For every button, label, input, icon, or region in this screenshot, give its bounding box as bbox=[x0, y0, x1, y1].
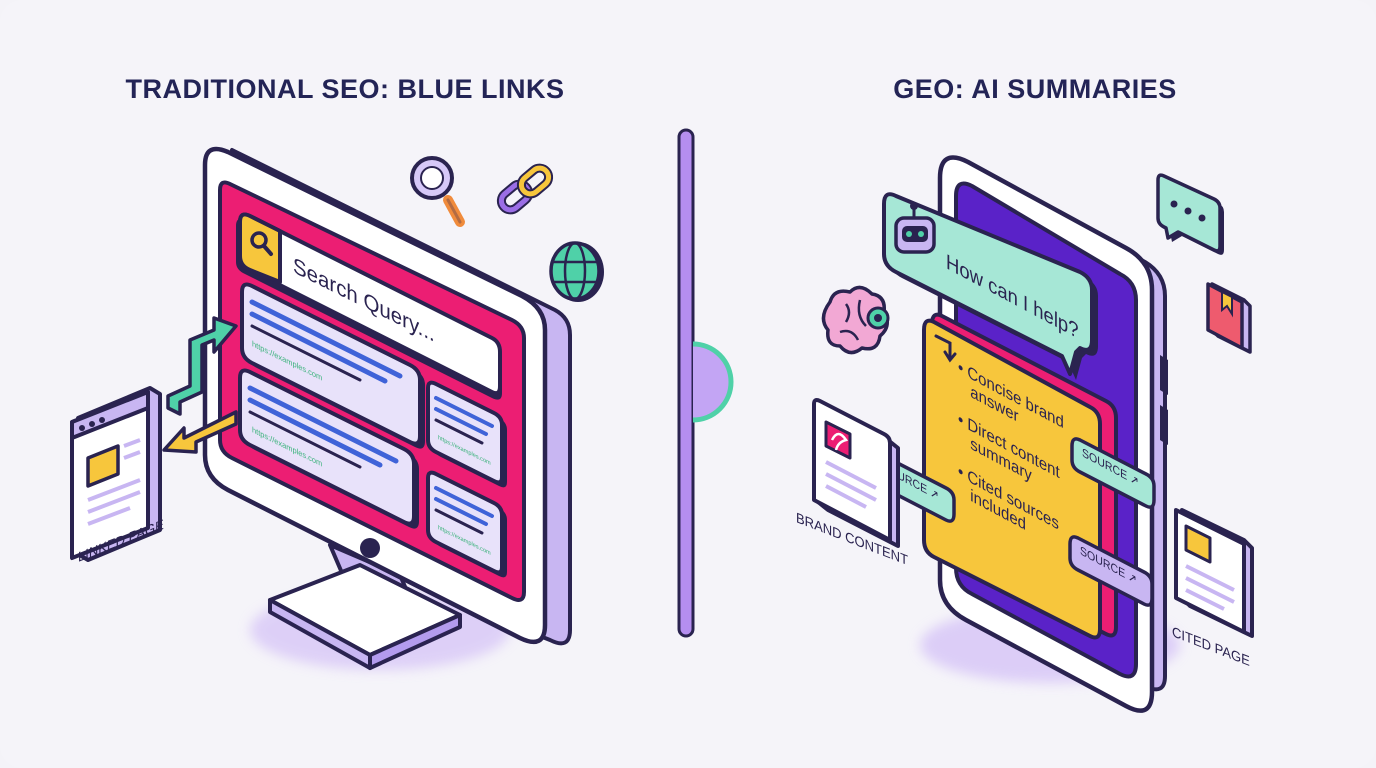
brain-gear-icon bbox=[821, 285, 890, 355]
search-results: https://examples.com https://examples.co… bbox=[238, 282, 507, 578]
center-divider bbox=[677, 128, 734, 638]
search-result-card[interactable]: https://examples.com bbox=[426, 380, 507, 488]
linked-page bbox=[70, 386, 162, 562]
brand-content-page bbox=[812, 398, 900, 548]
arrow-icon bbox=[934, 334, 957, 363]
globe-icon bbox=[549, 241, 604, 302]
book-icon bbox=[1206, 282, 1252, 354]
search-result-card[interactable]: https://examples.com bbox=[240, 282, 425, 449]
chain-link-icon bbox=[496, 163, 554, 215]
magnifier-icon bbox=[410, 156, 465, 227]
robot-icon bbox=[894, 202, 936, 254]
search-icon bbox=[250, 231, 273, 256]
search-result-card[interactable]: https://examples.com bbox=[238, 368, 419, 529]
right-section-title: GEO: AI SUMMARIES bbox=[893, 74, 1177, 104]
brand-logo-icon bbox=[824, 420, 852, 460]
chat-bubble-icon bbox=[1156, 173, 1224, 255]
cited-page bbox=[1174, 508, 1254, 638]
arrow-icon bbox=[162, 316, 238, 454]
left-section-title: TRADITIONAL SEO: BLUE LINKS bbox=[125, 74, 565, 104]
